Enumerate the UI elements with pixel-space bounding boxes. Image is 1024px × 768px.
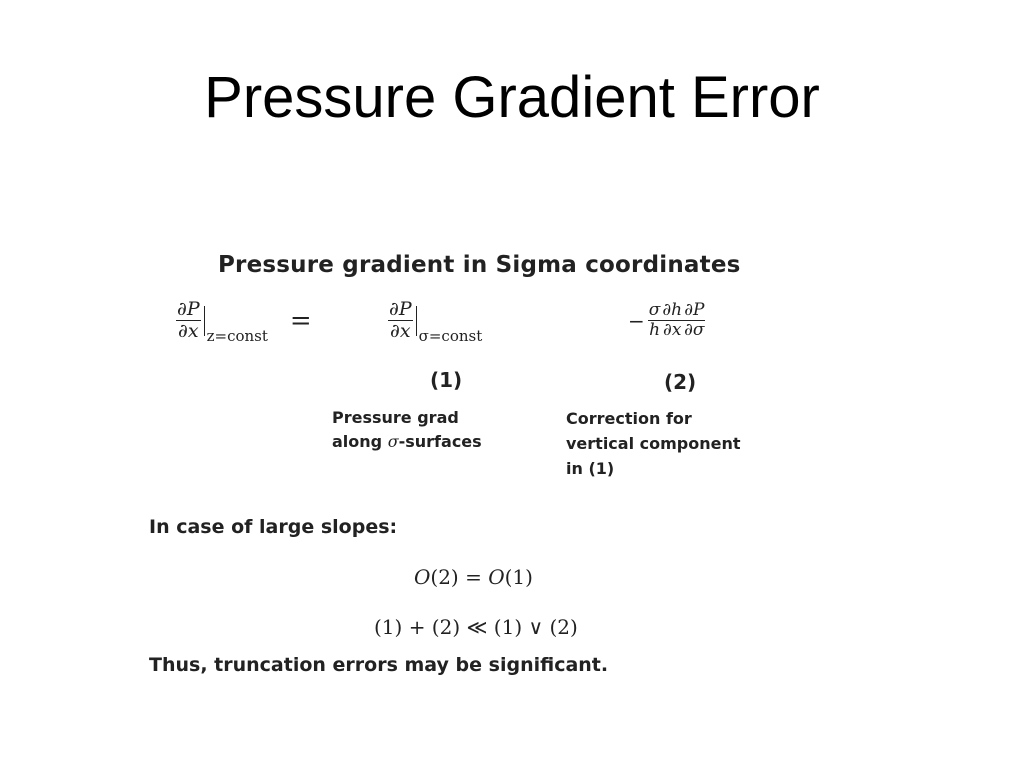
term2-f3-denominator: ∂σ <box>684 320 705 340</box>
equation-lhs: ∂P ∂x z=const = <box>176 300 312 345</box>
order-arg-1: (2) = <box>430 565 489 589</box>
term1-denominator: ∂x <box>390 320 411 342</box>
term2-fraction-dh-dx: ∂h ∂x <box>661 300 684 340</box>
truncation-conclusion: Thus, truncation errors may be significa… <box>149 654 609 676</box>
term-1-description: Pressure grad along σ-surfaces <box>332 406 482 454</box>
term1-fraction: ∂P ∂x <box>388 300 413 341</box>
order-symbol-1: O <box>414 565 431 589</box>
order-equation: O(2) = O(1) <box>414 565 533 589</box>
slide-title: Pressure Gradient Error <box>204 65 820 130</box>
equals-sign: = <box>289 305 312 336</box>
term2-fraction-sigma-h: σ h <box>647 300 662 340</box>
term1-evaluation-bar <box>415 305 417 336</box>
term-1-line-2-prefix: along <box>332 432 388 451</box>
lhs-fraction: ∂P ∂x <box>176 300 201 341</box>
section-heading: Pressure gradient in Sigma coordinates <box>218 252 741 278</box>
term-label-1: (1) <box>430 368 463 392</box>
term2-f1-denominator: h <box>649 320 661 340</box>
order-arg-2: (1) <box>504 565 533 589</box>
lhs-numerator: ∂P <box>176 298 201 321</box>
term1-numerator: ∂P <box>388 298 413 321</box>
term-2-description-line-1: Correction for <box>566 409 692 428</box>
term-1-description-line-1: Pressure grad <box>332 408 459 427</box>
term2-f3-numerator: ∂P <box>683 300 706 321</box>
lhs-denominator: ∂x <box>178 320 199 342</box>
lhs-subscript: z=const <box>206 327 268 345</box>
term-2-description-line-2: vertical component <box>566 434 741 453</box>
term-2-description-line-3: in (1) <box>566 459 615 478</box>
term1-subscript: σ=const <box>418 327 483 345</box>
order-symbol-2: O <box>488 565 505 589</box>
term-1-description-line-2: along σ-surfaces <box>332 430 482 454</box>
term2-f2-numerator: ∂h <box>661 300 684 321</box>
equation-term-2: − σ h ∂h ∂x ∂P ∂σ <box>628 302 706 339</box>
lhs-evaluation-bar <box>203 305 205 336</box>
term2-minus: − <box>628 308 645 333</box>
large-slopes-heading: In case of large slopes: <box>149 516 398 538</box>
term2-f2-denominator: ∂x <box>663 320 682 340</box>
term-label-2: (2) <box>664 370 697 394</box>
sigma-symbol: σ <box>387 432 399 451</box>
term-2-description: Correction for vertical component in (1) <box>566 406 741 481</box>
term2-fraction-dp-dsigma: ∂P ∂σ <box>683 300 706 340</box>
sum-inequality: (1) + (2) ≪ (1) ∨ (2) <box>374 615 578 639</box>
term-1-line-2-suffix: -surfaces <box>398 432 482 451</box>
equation-term-1: ∂P ∂x σ=const <box>388 300 482 345</box>
term2-f1-numerator: σ <box>647 300 662 321</box>
